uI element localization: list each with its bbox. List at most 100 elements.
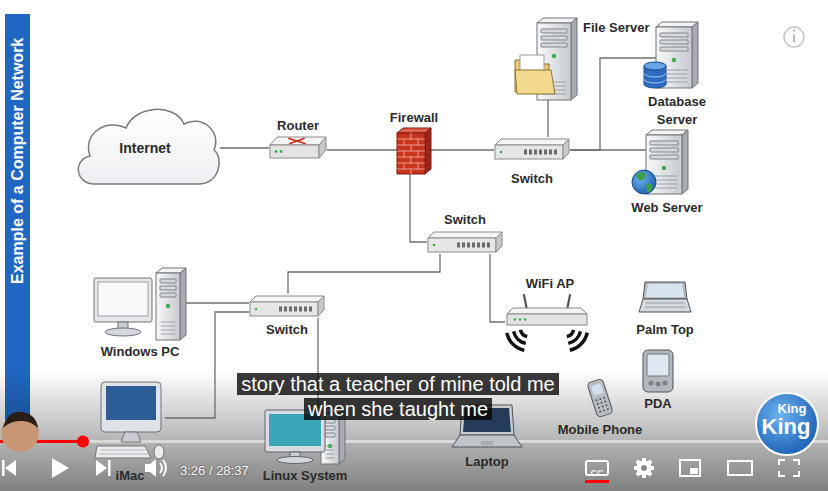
- label-box: Firewall: [390, 108, 438, 126]
- imac-screen: [106, 386, 156, 420]
- internet-cloud: Internet: [70, 100, 220, 190]
- mortar-line: [411, 157, 412, 163]
- signal-wave: [519, 329, 528, 338]
- label-box: Windows PC: [101, 342, 180, 360]
- switch-light: [500, 151, 503, 154]
- palmtop-symbol: [639, 282, 691, 318]
- gear-hole: [641, 465, 647, 471]
- mouse: [154, 445, 164, 459]
- firewall-symbol: [397, 128, 431, 174]
- drive-bay: [650, 148, 678, 152]
- wifi-symbol: [505, 294, 595, 364]
- sound-wave: [160, 463, 162, 473]
- switch-light: [433, 244, 436, 247]
- mortar-line: [418, 151, 419, 157]
- network-link: [570, 58, 656, 150]
- tower-front: [156, 273, 180, 340]
- mortar-line: [398, 139, 425, 140]
- wall-front: [397, 133, 425, 174]
- node-label: iMac: [116, 468, 145, 483]
- previous-bar: [2, 460, 5, 476]
- theater-button: [728, 461, 752, 475]
- phone-key: [599, 398, 602, 401]
- tower-top: [656, 22, 698, 27]
- drive-bay: [660, 33, 688, 37]
- label-box: Switch: [266, 320, 308, 338]
- next-triangle: [96, 460, 107, 476]
- imac-symbol: [95, 382, 165, 464]
- switch-symbol: [249, 294, 325, 318]
- switch-port: [534, 150, 537, 155]
- mortar-line: [411, 133, 412, 139]
- router-front: [270, 145, 319, 158]
- web-server-icon: Web Server: [646, 130, 688, 196]
- ap-top: [507, 308, 587, 314]
- switch-port: [467, 243, 470, 248]
- laptop-base: [452, 435, 522, 447]
- node-label: Switch: [511, 171, 553, 186]
- phone-symbol: [580, 378, 620, 418]
- node-label: Mobile Phone: [558, 422, 643, 437]
- pda-icon: PDA: [643, 350, 673, 392]
- switch-port: [294, 307, 297, 312]
- switch-symbol: [494, 137, 570, 161]
- fileserver-symbol: [515, 18, 577, 100]
- pc-symbol: [94, 268, 186, 340]
- phone-key: [605, 404, 608, 407]
- video-subtitle: story that a teacher of mine told me whe…: [237, 373, 559, 420]
- imac-icon: iMac: [95, 382, 165, 464]
- wall-side: [425, 128, 431, 174]
- switch-front: [428, 238, 496, 252]
- vent: [326, 450, 334, 451]
- windows-pc-icon: Windows PC: [94, 268, 186, 340]
- label-box: Router: [277, 116, 319, 134]
- drive-bay: [160, 293, 176, 297]
- mortar-line: [404, 139, 405, 145]
- node-label: Palm Top: [636, 322, 694, 337]
- pda-symbol: [643, 350, 673, 392]
- palmtop-lid: [643, 282, 687, 299]
- progress-knob: [77, 436, 89, 448]
- ap-light: [514, 318, 517, 321]
- db-cylinder-edge: [644, 66, 645, 84]
- vent: [161, 326, 175, 327]
- video-time-box: 3:26 / 28:37: [180, 461, 249, 479]
- node-label: Linux System: [263, 468, 348, 483]
- mortar-line: [411, 145, 412, 151]
- power-light: [662, 166, 666, 170]
- vent: [161, 322, 175, 323]
- switch-port: [309, 307, 312, 312]
- db-band: [644, 73, 666, 77]
- key-row: [101, 450, 145, 451]
- switch-side: [318, 296, 324, 316]
- router-light: [275, 150, 278, 153]
- phone-key: [595, 399, 598, 402]
- title-box: Example of a Computer Network: [9, 38, 27, 284]
- wifi-ap-icon: WiFi AP: [505, 294, 595, 364]
- previous-button: [2, 460, 16, 476]
- switch-port: [482, 243, 485, 248]
- node-label: Switch: [266, 322, 308, 337]
- webserver-symbol: [646, 130, 688, 196]
- label-box: Database Server: [637, 92, 717, 128]
- cloud-outline: [78, 109, 219, 184]
- network-link: [431, 149, 494, 150]
- switch-port: [554, 150, 557, 155]
- fullscreen-button: [779, 460, 799, 476]
- dbserver-symbol: [656, 22, 698, 90]
- node-label: Router: [277, 118, 319, 133]
- label-box: Internet: [70, 100, 220, 190]
- mortar-line: [418, 163, 419, 169]
- label-box: WiFi AP: [526, 274, 575, 292]
- vent: [326, 454, 334, 455]
- drive-bay: [660, 40, 688, 44]
- ap-front: [507, 314, 587, 325]
- pda-button: [649, 381, 654, 386]
- drive-bay: [650, 141, 678, 145]
- palmtop-icon: Palm Top: [639, 282, 691, 318]
- ap-light: [519, 318, 522, 321]
- switch-port: [529, 150, 532, 155]
- avatar-hair: [3, 412, 38, 428]
- node-label: File Server: [583, 20, 650, 35]
